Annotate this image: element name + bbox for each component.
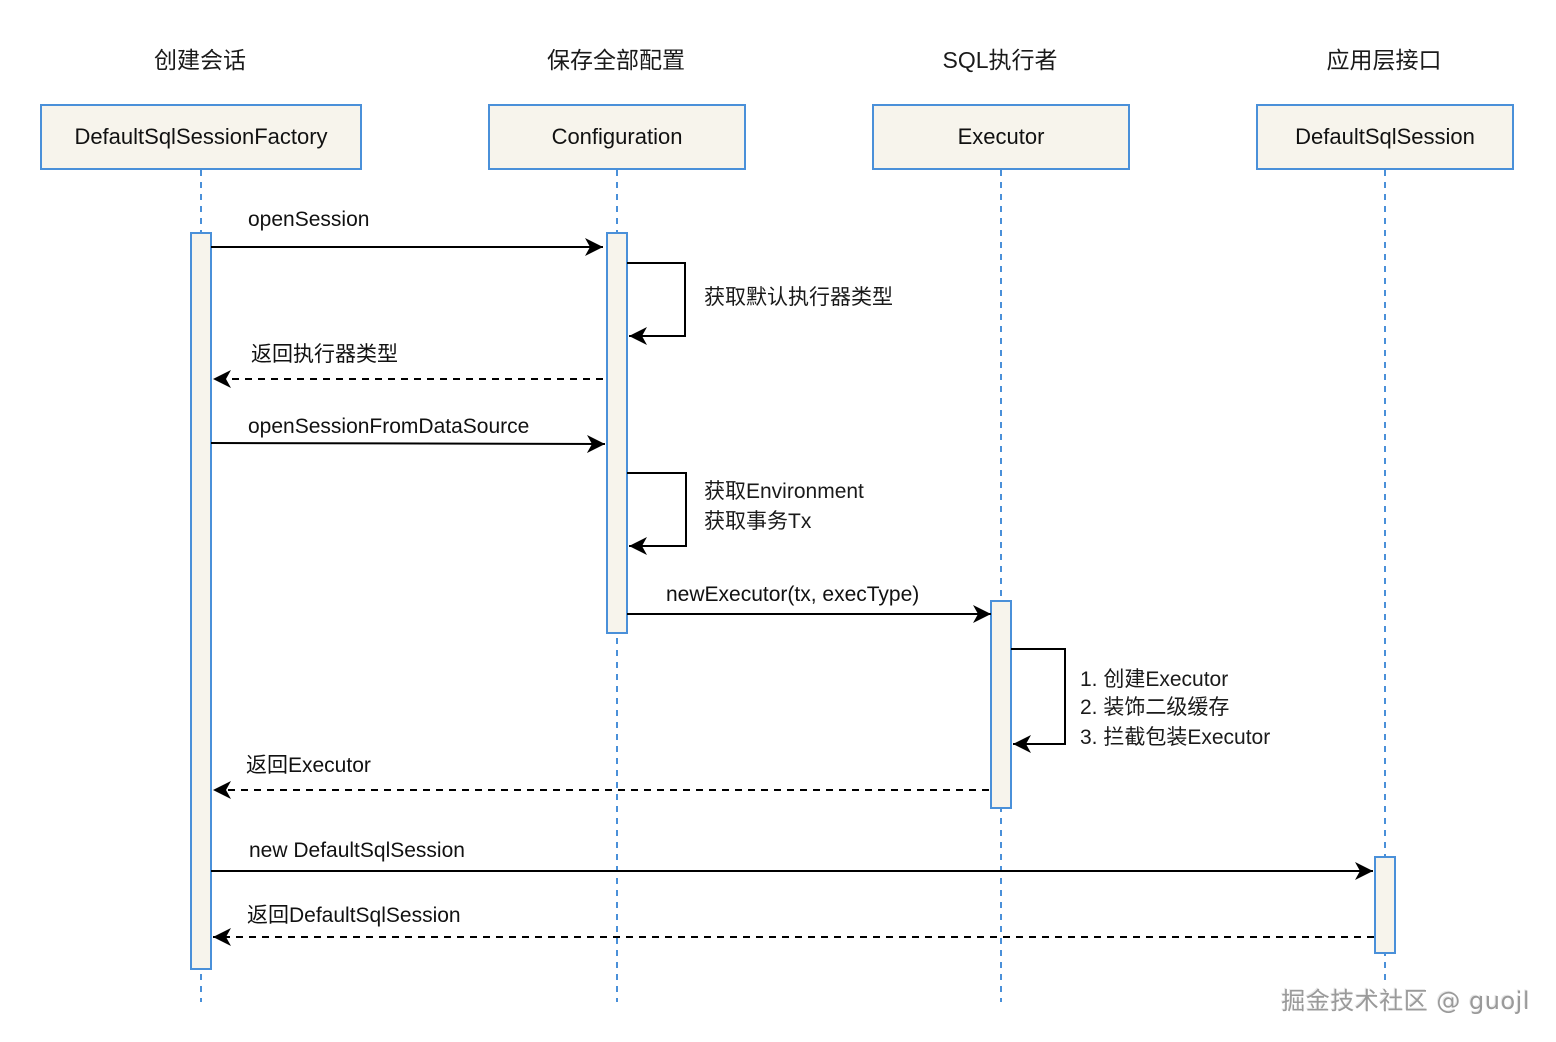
message-open-session: openSession [211, 208, 603, 256]
message-return-executor: 返回Executor [213, 754, 989, 799]
message-label: 返回Executor [246, 754, 371, 777]
participant-sqlsession[interactable]: DefaultSqlSession [1256, 104, 1514, 170]
message-label-line-2: 2. 装饰二级缓存 [1080, 696, 1229, 719]
activation-factory [190, 232, 212, 970]
self-call-arrow [627, 262, 686, 345]
activation-sqlsession [1374, 856, 1396, 954]
self-call-arrow [1011, 648, 1066, 753]
message-label-line-1: 1. 创建Executor [1080, 668, 1228, 691]
message-new-executor: newExecutor(tx, execType) [627, 583, 991, 623]
message-label-line-1: 获取Environment [704, 480, 864, 503]
activation-executor [990, 600, 1012, 809]
message-label: 返回执行器类型 [251, 343, 398, 366]
participant-factory-label: DefaultSqlSessionFactory [74, 124, 327, 149]
participant-sqlsession-label: DefaultSqlSession [1295, 124, 1475, 149]
message-get-environment-tx: 获取Environment 获取事务Tx [627, 472, 864, 555]
message-return-executor-type: 返回执行器类型 [213, 343, 603, 388]
participant-executor[interactable]: Executor [872, 104, 1130, 170]
message-label: openSession [248, 208, 369, 231]
message-label: new DefaultSqlSession [249, 839, 465, 862]
participant-configuration[interactable]: Configuration [488, 104, 746, 170]
message-label: 返回DefaultSqlSession [247, 904, 461, 927]
role-label-executor: SQL执行者 [942, 47, 1057, 73]
participant-factory[interactable]: DefaultSqlSessionFactory [40, 104, 362, 170]
message-return-default-sqlsession: 返回DefaultSqlSession [213, 904, 1374, 946]
message-new-default-sqlsession: new DefaultSqlSession [211, 839, 1373, 880]
participant-executor-label: Executor [958, 124, 1045, 149]
role-label-factory: 创建会话 [154, 47, 246, 73]
message-label: openSessionFromDataSource [248, 415, 529, 438]
message-open-session-from-datasource: openSessionFromDataSource [210, 415, 606, 453]
watermark: 掘金技术社区 @ guojl [1281, 987, 1530, 1015]
role-label-configuration: 保存全部配置 [547, 47, 685, 73]
message-label: newExecutor(tx, execType) [666, 583, 919, 606]
participant-configuration-label: Configuration [552, 124, 683, 149]
role-label-sqlsession: 应用层接口 [1327, 47, 1442, 73]
message-create-executor-steps: 1. 创建Executor 2. 装饰二级缓存 3. 拦截包装Executor [1011, 648, 1270, 753]
message-label: 获取默认执行器类型 [704, 286, 893, 309]
message-label-line-3: 3. 拦截包装Executor [1080, 726, 1270, 749]
message-get-default-executor-type: 获取默认执行器类型 [627, 262, 893, 345]
message-label-line-2: 获取事务Tx [704, 510, 812, 533]
activation-configuration [606, 232, 628, 634]
self-call-arrow [627, 472, 687, 555]
message-arrow [210, 434, 606, 453]
